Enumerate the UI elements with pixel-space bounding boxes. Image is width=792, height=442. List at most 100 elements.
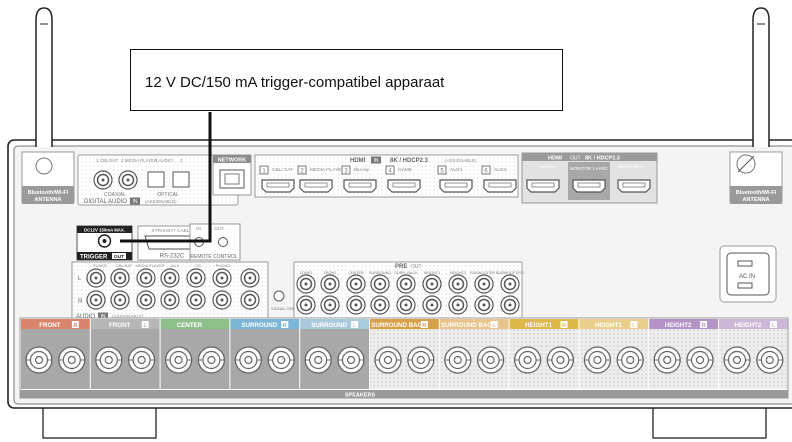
audio-in-jack-l[interactable] bbox=[137, 269, 155, 287]
audio-in-jack-l[interactable] bbox=[161, 269, 179, 287]
pre-out-jack-r[interactable] bbox=[347, 296, 365, 314]
audio-in-jack-r[interactable] bbox=[187, 291, 205, 309]
speaker-terminal-plus[interactable] bbox=[584, 347, 610, 373]
trigger-out-section: DC12V 150mA MAX. TRIGGER OUT bbox=[77, 226, 132, 261]
speaker-terminal-minus[interactable] bbox=[478, 347, 504, 373]
hdmi-in-name: GAME bbox=[398, 167, 412, 173]
optical-label: OPTICAL bbox=[157, 192, 179, 198]
speaker-terminal-minus[interactable] bbox=[547, 347, 573, 373]
hdmi-in-port[interactable] bbox=[300, 180, 332, 192]
pre-out-jack-r[interactable] bbox=[423, 296, 441, 314]
audio-in-jack-l[interactable] bbox=[87, 269, 105, 287]
audio-in-col-label: PHONO bbox=[216, 263, 231, 268]
network-port[interactable] bbox=[220, 170, 244, 188]
audio-r-label: R bbox=[78, 299, 83, 305]
speaker-terminal-minus[interactable] bbox=[129, 347, 155, 373]
pre-out-jack-r[interactable] bbox=[397, 296, 415, 314]
pre-out-jack-l[interactable] bbox=[347, 275, 365, 293]
audio-in-jack-r[interactable] bbox=[213, 291, 231, 309]
hdmi-out-monitor2-port[interactable] bbox=[618, 180, 650, 192]
speaker-terminal-plus[interactable] bbox=[305, 347, 331, 373]
remote-out-jack[interactable] bbox=[219, 238, 228, 247]
audio-in-jack-r[interactable] bbox=[111, 291, 129, 309]
hdmi-out-monitor1-port[interactable] bbox=[573, 180, 605, 192]
hdmi-out-zone2-port[interactable] bbox=[527, 180, 559, 192]
audio-in-jack-l[interactable] bbox=[111, 269, 129, 287]
speaker-terminal-plus[interactable] bbox=[515, 347, 541, 373]
audio-in-jack-r[interactable] bbox=[161, 291, 179, 309]
audio-in-col-label: AUX bbox=[171, 263, 180, 268]
speaker-terminal-plus[interactable] bbox=[166, 347, 192, 373]
network-section: NETWORK bbox=[213, 155, 251, 195]
pre-out-col-label: SUBWOOFER 2 bbox=[496, 271, 524, 275]
hdmi-in-badge: IN bbox=[374, 158, 379, 164]
hdmi-in-name: MEDIA PLAYER bbox=[310, 167, 345, 173]
speaker-terminal-plus[interactable] bbox=[375, 347, 401, 373]
pre-out-jack-r[interactable] bbox=[501, 296, 519, 314]
left-antenna bbox=[36, 8, 52, 147]
left-antenna-label-2: ANTENNA bbox=[35, 197, 62, 203]
pre-out-col-label: SUBWOOFER 1 bbox=[470, 271, 498, 275]
hdmi-in-port[interactable] bbox=[344, 180, 376, 192]
audio-in-jack-r[interactable] bbox=[241, 291, 259, 309]
coaxial-2-jack[interactable] bbox=[119, 171, 137, 189]
speaker-channel-label: SURROUND bbox=[241, 322, 277, 329]
speaker-side-label: R bbox=[73, 323, 77, 329]
ac-in-label: AC IN bbox=[739, 274, 755, 280]
pre-out-col-label: ZONE2 bbox=[300, 271, 313, 275]
remote-label: REMOTE CONTROL bbox=[190, 254, 237, 260]
speaker-terminal-minus[interactable] bbox=[687, 347, 713, 373]
speaker-terminal-minus[interactable] bbox=[198, 347, 224, 373]
speaker-channel-label: SURROUND BACK bbox=[441, 322, 497, 329]
pre-out-jack-l[interactable] bbox=[297, 275, 315, 293]
speaker-terminal-plus[interactable] bbox=[96, 347, 122, 373]
hdmi-in-port[interactable] bbox=[484, 180, 516, 192]
pre-out-jack-r[interactable] bbox=[449, 296, 467, 314]
speaker-channel-label: SURROUND bbox=[311, 322, 347, 329]
hdmi-out-spec: 8K / HDCP2.3 bbox=[585, 156, 620, 162]
pre-out-jack-l[interactable] bbox=[501, 275, 519, 293]
digital-port-3-label: 1 AUDIO bbox=[155, 158, 173, 163]
pre-out-jack-r[interactable] bbox=[297, 296, 315, 314]
pre-out-jack-l[interactable] bbox=[423, 275, 441, 293]
audio-in-jack-l[interactable] bbox=[187, 269, 205, 287]
hdmi-in-port[interactable] bbox=[262, 180, 294, 192]
pre-out-jack-l[interactable] bbox=[449, 275, 467, 293]
audio-in-jack-l[interactable] bbox=[241, 269, 259, 287]
pre-out-jack-r[interactable] bbox=[321, 296, 339, 314]
pre-out-jack-l[interactable] bbox=[321, 275, 339, 293]
optical-2-port[interactable] bbox=[173, 172, 189, 187]
hdmi-in-port[interactable] bbox=[440, 180, 472, 192]
speaker-terminal-plus[interactable] bbox=[445, 347, 471, 373]
pre-out-jack-l[interactable] bbox=[475, 275, 493, 293]
speaker-side-label: R bbox=[283, 323, 287, 329]
digital-in-badge: IN bbox=[133, 199, 138, 205]
speaker-channel-label: HEIGHT2 bbox=[734, 322, 761, 329]
optical-1-port[interactable] bbox=[148, 172, 164, 187]
speaker-terminal-minus[interactable] bbox=[59, 347, 85, 373]
hdmi-in-port[interactable] bbox=[388, 180, 420, 192]
audio-in-jack-r[interactable] bbox=[87, 291, 105, 309]
speaker-terminal-plus[interactable] bbox=[26, 347, 52, 373]
speaker-terminal-plus[interactable] bbox=[235, 347, 261, 373]
speaker-terminal-minus[interactable] bbox=[757, 347, 783, 373]
speaker-channel-label: FRONT bbox=[109, 322, 131, 329]
speaker-terminal-minus[interactable] bbox=[268, 347, 294, 373]
pre-out-col-label: HEIGHT2 bbox=[450, 271, 466, 275]
speaker-terminal-minus[interactable] bbox=[617, 347, 643, 373]
audio-in-jack-r[interactable] bbox=[137, 291, 155, 309]
coaxial-1-jack[interactable] bbox=[94, 171, 112, 189]
audio-in-col-label: TUNER bbox=[93, 263, 107, 268]
speaker-terminal-minus[interactable] bbox=[408, 347, 434, 373]
speaker-terminal-minus[interactable] bbox=[338, 347, 364, 373]
speaker-terminal-plus[interactable] bbox=[654, 347, 680, 373]
signal-gnd-terminal[interactable] bbox=[274, 291, 284, 301]
digital-assignable-label: (ASSIGNABLE) bbox=[145, 199, 177, 204]
pre-out-jack-l[interactable] bbox=[371, 275, 389, 293]
pre-out-jack-l[interactable] bbox=[397, 275, 415, 293]
pre-out-jack-r[interactable] bbox=[371, 296, 389, 314]
audio-in-jack-l[interactable] bbox=[213, 269, 231, 287]
pre-out-jack-r[interactable] bbox=[475, 296, 493, 314]
speaker-terminal-plus[interactable] bbox=[724, 347, 750, 373]
audio-in-section: L R TUNERCBL/SATMEDIA PLAYERAUXCDPHONO A… bbox=[72, 262, 268, 320]
